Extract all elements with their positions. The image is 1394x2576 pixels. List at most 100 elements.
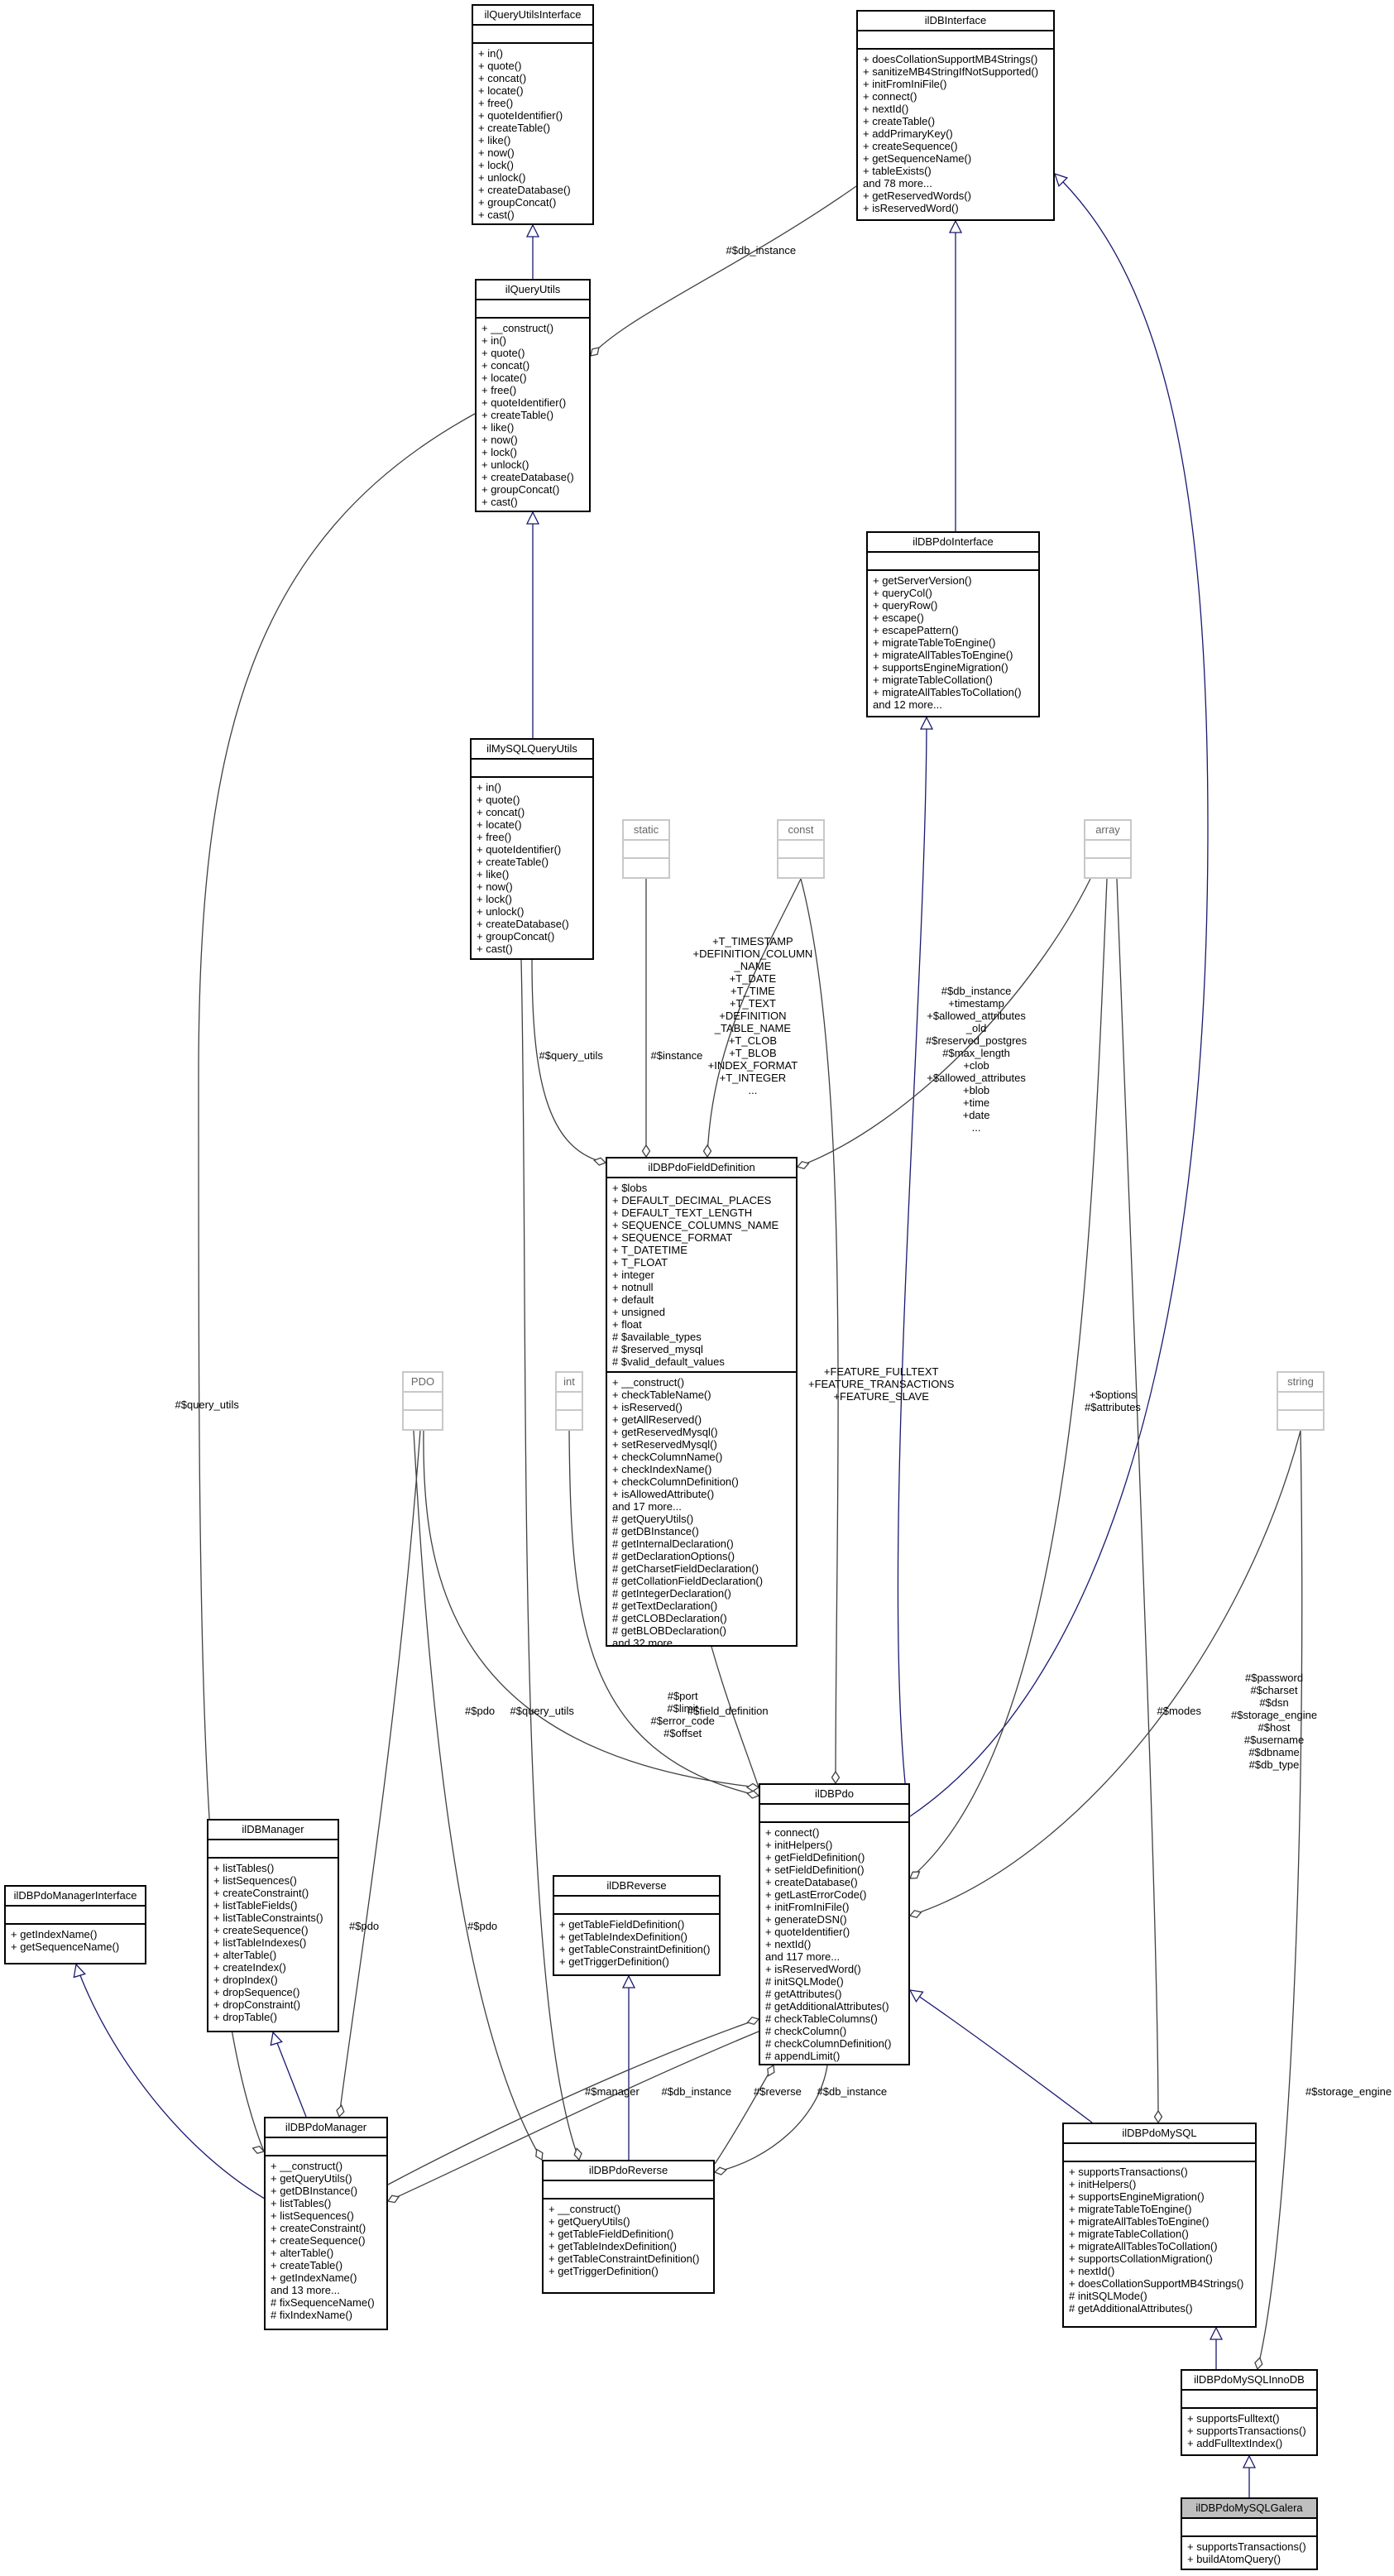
class-box-ildbpdomysqlgalera[interactable]: ilDBPdoMySQLGalera+ supportsTransactions…: [1181, 2497, 1318, 2570]
class-box-ildbpdofielddefinition[interactable]: ilDBPdoFieldDefinition+ $lobs+ DEFAULT_D…: [606, 1157, 798, 1647]
edge-label-storage-engine: #$storage_engine: [1305, 2085, 1392, 2098]
methods-section: [1085, 857, 1130, 875]
attributes-section: [208, 1839, 338, 1857]
inheritance-arrow: [919, 716, 934, 730]
class-box-array[interactable]: array: [1084, 819, 1132, 879]
method-item: + buildAtomQuery(): [1187, 2553, 1281, 2565]
method-item: + supportsCollationMigration(): [1069, 2252, 1213, 2265]
method-item: + listTables(): [213, 1862, 275, 1874]
methods-section: + in()+ quote()+ concat()+ locate()+ fre…: [472, 776, 592, 958]
method-item: + now(): [478, 146, 515, 159]
edge-label-pdo-pdo: #$pdo: [465, 1705, 495, 1717]
method-item: + dropIndex(): [213, 1974, 278, 1986]
inheritance-arrow: [270, 2031, 283, 2046]
edge-label-line: #$db_type: [1248, 1758, 1300, 1771]
method-item: + initFromIniFile(): [765, 1901, 850, 1913]
edge-label-line: +DEFINITION_COLUMN: [692, 947, 813, 960]
method-item: + migrateAllTablesToEngine(): [1069, 2215, 1210, 2228]
edge-label-line: +clob: [963, 1059, 989, 1072]
method-item: + cast(): [477, 943, 513, 955]
edge-mysql-extends-ildbpdo: [909, 1989, 1093, 2123]
class-box-ildbpdomysql[interactable]: ilDBPdoMySQL+ supportsTransactions()+ in…: [1062, 2123, 1257, 2328]
attributes-section: [760, 1803, 908, 1821]
class-box-int[interactable]: int: [555, 1371, 583, 1431]
attribute-item: + SEQUENCE_COLUMNS_NAME: [612, 1219, 779, 1231]
inheritance-arrow: [948, 219, 963, 233]
edge-label-line: #$username: [1243, 1734, 1305, 1746]
method-item: + addFulltextIndex(): [1187, 2437, 1283, 2449]
edge-label-line: #$db_instance: [726, 244, 797, 257]
class-box-ildbmanager[interactable]: ilDBManager+ listTables()+ listSequences…: [207, 1819, 339, 2032]
method-item: + quote(): [478, 60, 522, 72]
methods-section: + listTables()+ listSequences()+ createC…: [208, 1857, 338, 2027]
edge-label-db-instance-rev: #$db_instance: [817, 2085, 888, 2098]
method-item: + queryRow(): [873, 599, 938, 612]
method-item: + supportsFulltext(): [1187, 2412, 1280, 2425]
attributes-section: [6, 1905, 145, 1923]
method-item: + checkIndexName(): [612, 1463, 712, 1475]
edge-label-reverse: #$reverse: [754, 2085, 802, 2098]
class-name: array: [1095, 823, 1120, 836]
methods-section: [1278, 1409, 1323, 1427]
method-item: + createConstraint(): [213, 1887, 309, 1899]
method-item: # checkTableColumns(): [765, 2012, 878, 2025]
attributes-section: [858, 30, 1053, 48]
method-item: + addPrimaryKey(): [863, 127, 953, 140]
methods-section: [557, 1409, 582, 1427]
edge-label-line: #$dsn: [1259, 1696, 1289, 1709]
class-box-ildbpdoreverse[interactable]: ilDBPdoReverse+ __construct()+ getQueryU…: [542, 2160, 715, 2294]
class-name: const: [788, 823, 814, 836]
class-box-ilmysqlqueryutils[interactable]: ilMySQLQueryUtils+ in()+ quote()+ concat…: [470, 738, 594, 960]
method-item: + unlock(): [478, 171, 526, 184]
edge-pdomanager-implements-managerinterface: [75, 1964, 270, 2202]
method-item: + cast(): [478, 209, 515, 221]
method-item: + in(): [481, 334, 506, 347]
edge-label-field-definition: #$field_definition: [687, 1705, 769, 1717]
class-box-ildbreverse[interactable]: ilDBReverse+ getTableFieldDefinition()+ …: [553, 1875, 721, 1976]
method-item: + migrateTableToEngine(): [873, 636, 996, 649]
method-item: + queryCol(): [873, 587, 932, 599]
method-item: + unlock(): [477, 905, 525, 918]
association-diamond: [746, 2016, 760, 2026]
method-item: + in(): [478, 47, 503, 60]
class-box-pdo[interactable]: PDO: [402, 1371, 443, 1431]
edge-label-line: _old: [965, 1022, 987, 1034]
method-item: + createSequence(): [213, 1924, 309, 1936]
edge-label-line: #$error_code: [650, 1715, 715, 1727]
edge-label-int-pdo: #$port#$limit#$error_code#$offset: [651, 1690, 715, 1739]
method-item: + connect(): [765, 1826, 820, 1839]
attributes-section: [266, 2137, 386, 2155]
method-item: + checkColumnName(): [612, 1451, 723, 1463]
class-box-ildbpdointerface[interactable]: ilDBPdoInterface+ getServerVersion()+ qu…: [866, 531, 1040, 717]
association-diamond: [746, 1790, 760, 1799]
class-box-static[interactable]: static: [622, 819, 670, 879]
class-name: ilDBInterface: [924, 14, 987, 26]
method-item: + quoteIdentifier(): [481, 396, 567, 409]
attribute-item: + DEFAULT_TEXT_LENGTH: [612, 1206, 753, 1219]
method-item: + like(): [481, 421, 515, 434]
class-box-string[interactable]: string: [1277, 1371, 1325, 1431]
method-item: + getTableFieldDefinition(): [559, 1918, 685, 1931]
method-item: + groupConcat(): [478, 196, 557, 209]
attribute-item: + T_FLOAT: [612, 1256, 668, 1269]
class-box-ildbpdomysqlinnodb[interactable]: ilDBPdoMySQLInnoDB+ supportsFulltext()+ …: [1181, 2369, 1318, 2456]
method-item: # getIntegerDeclaration(): [612, 1587, 731, 1600]
method-item: + createTable(): [477, 856, 549, 868]
edge-string-innodb: [1257, 1430, 1303, 2370]
attributes-section: [473, 24, 592, 42]
method-item: + getQueryUtils(): [548, 2215, 630, 2228]
class-box-ilqueryutilsinterface[interactable]: ilQueryUtilsInterface+ in()+ quote()+ co…: [472, 4, 594, 225]
edge-int-ildbpdo: [568, 1430, 759, 1796]
class-box-ildbinterface[interactable]: ilDBInterface+ doesCollationSupportMB4St…: [856, 10, 1055, 221]
class-box-ildbpdo[interactable]: ilDBPdo+ connect()+ initHelpers()+ getFi…: [759, 1783, 910, 2065]
class-box-const[interactable]: const: [777, 819, 825, 879]
class-box-ildbpdomanagerinterface[interactable]: ilDBPdoManagerInterface+ getIndexName()+…: [4, 1885, 146, 1964]
class-box-ilqueryutils[interactable]: ilQueryUtils+ __construct()+ in()+ quote…: [475, 279, 591, 512]
edge-db-instance-mgr: [387, 2031, 759, 2202]
method-item: + dropSequence(): [213, 1986, 300, 1998]
method-item: + cast(): [481, 496, 518, 508]
edge-label-line: #$pdo: [465, 1705, 496, 1717]
class-box-ildbpdomanager[interactable]: ilDBPdoManager+ __construct()+ getQueryU…: [264, 2117, 388, 2330]
method-item: + migrateAllTablesToCollation(): [1069, 2240, 1218, 2252]
inheritance-arrow: [908, 1989, 924, 2003]
